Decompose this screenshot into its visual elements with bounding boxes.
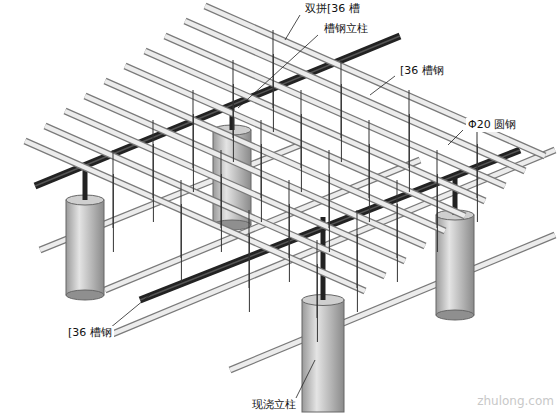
part-label: [36 槽钢 <box>398 64 446 78</box>
steel-member <box>145 51 485 201</box>
round-steel-rod <box>193 114 194 192</box>
leader-lines <box>110 15 463 400</box>
upper-channel-beams <box>25 6 545 291</box>
round-steel-rod <box>477 144 478 222</box>
watermark: zhulong.com <box>475 394 556 408</box>
double-channel-beams <box>35 36 520 300</box>
round-steel-rod <box>317 264 318 342</box>
steel-member <box>65 111 405 261</box>
steel-member <box>25 141 365 291</box>
steel-member <box>125 66 465 216</box>
round-steel-rod <box>409 114 410 192</box>
steel-member <box>85 96 425 246</box>
round-steel-rod <box>181 204 182 282</box>
round-steel-rod <box>357 234 358 312</box>
steel-member <box>45 126 385 276</box>
part-label: 槽钢立柱 <box>322 22 370 36</box>
round-steel-hangers <box>113 30 477 342</box>
round-steel-rod <box>233 84 234 162</box>
steel-member <box>185 21 525 171</box>
steel-member <box>165 36 505 186</box>
round-steel-rod <box>341 84 342 162</box>
steel-member <box>105 81 445 231</box>
round-steel-rod <box>369 144 370 222</box>
part-label: Φ20 圆钢 <box>466 118 518 132</box>
round-steel-rod <box>301 114 302 192</box>
steel-member <box>205 6 545 156</box>
part-label: [36 槽钢 <box>66 326 114 340</box>
round-steel-rod <box>153 144 154 222</box>
steel-member <box>105 81 445 231</box>
round-steel-rod <box>437 174 438 252</box>
steel-member <box>145 51 485 201</box>
round-steel-rod <box>329 174 330 252</box>
steel-member <box>185 21 525 171</box>
steel-member <box>65 111 405 261</box>
round-steel-rod <box>249 234 250 312</box>
round-steel-rod <box>397 204 398 282</box>
round-steel-rod <box>273 54 274 132</box>
round-steel-rod <box>289 204 290 282</box>
steel-member <box>85 96 425 246</box>
steel-member <box>165 36 505 186</box>
steel-member <box>205 6 545 156</box>
steel-member <box>125 66 465 216</box>
steel-member <box>25 141 365 291</box>
part-label: 双拼[36 槽 <box>303 2 362 16</box>
round-steel-rod <box>221 174 222 252</box>
part-label: 现浇立柱 <box>250 398 298 412</box>
steel-member <box>45 126 385 276</box>
round-steel-rod <box>261 144 262 222</box>
round-steel-rod <box>113 174 114 252</box>
